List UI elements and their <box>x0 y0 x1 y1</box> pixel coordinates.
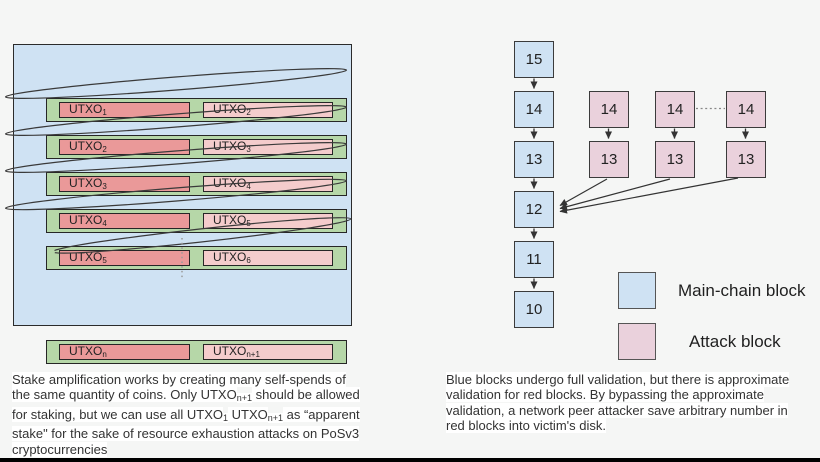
main-chain-block: 15 <box>514 41 554 78</box>
utxo-label: UTXO <box>69 139 103 153</box>
utxo-output-box: UTXO2 <box>203 102 333 118</box>
main-chain-legend-label: Main-chain block <box>678 281 806 300</box>
left-caption: Stake amplification works by creating ma… <box>12 372 364 457</box>
utxo-subscript: 1 <box>102 108 107 117</box>
utxo-label: UTXO <box>69 344 103 358</box>
utxo-subscript: 5 <box>102 256 107 265</box>
right-caption: Blue blocks undergo full validation, but… <box>446 372 794 434</box>
utxo-label: UTXO <box>69 102 103 116</box>
bottom-bar <box>0 458 820 462</box>
convergence-arrow <box>559 178 608 207</box>
attack-block: 13 <box>655 141 695 178</box>
utxo-output-box: UTXO4 <box>203 176 333 192</box>
utxo-label: UTXO <box>213 102 247 116</box>
attack-block: 13 <box>726 141 766 178</box>
utxo-label: UTXO <box>213 344 247 358</box>
caption-text: UTXO <box>228 406 268 422</box>
attack-arrows <box>605 128 749 139</box>
utxo-label: UTXO <box>69 213 103 227</box>
utxo-subscript: n+1 <box>246 350 260 359</box>
caption-text: Blue blocks undergo full validation, but… <box>446 372 790 434</box>
attack-block: 14 <box>589 91 629 128</box>
convergence-arrow <box>559 178 671 211</box>
utxo-subscript: 4 <box>102 219 107 228</box>
utxo-label: UTXO <box>69 250 103 264</box>
utxo-label: UTXO <box>213 176 247 190</box>
utxo-subscript: 3 <box>102 182 107 191</box>
attack-block: 13 <box>589 141 629 178</box>
utxo-label: UTXO <box>213 250 247 264</box>
utxo-subscript: 4 <box>246 182 251 191</box>
utxo-input-box: UTXO5 <box>59 250 190 266</box>
utxo-label: UTXO <box>69 176 103 190</box>
caption-subscript: n+1 <box>236 393 252 404</box>
utxo-subscript: 2 <box>246 108 251 117</box>
utxo-input-box: UTXOn <box>59 344 190 360</box>
attack-block: 14 <box>726 91 766 128</box>
utxo-subscript: 5 <box>246 219 251 228</box>
convergence-arrow <box>559 177 739 214</box>
utxo-subscript: n <box>102 350 107 359</box>
caption-subscript: n+1 <box>267 412 284 423</box>
utxo-input-box: UTXO1 <box>59 102 190 118</box>
main-chain-legend-swatch <box>618 272 656 309</box>
attack-legend-swatch <box>618 323 656 360</box>
utxo-input-box: UTXO2 <box>59 139 190 155</box>
utxo-output-box: UTXO3 <box>203 139 333 155</box>
main-chain-block: 10 <box>514 291 554 328</box>
transaction-row: UTXO5 UTXO6 <box>46 246 347 270</box>
utxo-subscript: 6 <box>246 256 251 265</box>
utxo-label: UTXO <box>213 139 247 153</box>
utxo-input-box: UTXO3 <box>59 176 190 192</box>
main-chain-block: 14 <box>514 91 554 128</box>
main-chain-block: 12 <box>514 191 554 228</box>
stake-amplification-diagram: UTXO1 UTXO2 UTXO2 UTXO3 UTXO3 UTXO4 UTXO… <box>13 44 352 364</box>
utxo-output-box: UTXO6 <box>203 250 333 266</box>
transaction-row: UTXO1 UTXO2 <box>46 98 347 122</box>
convergence-arrows <box>559 177 739 214</box>
transaction-row: UTXOn UTXOn+1 <box>46 340 347 364</box>
main-chain-block: 11 <box>514 241 554 278</box>
utxo-input-box: UTXO4 <box>59 213 190 229</box>
transaction-row: UTXO2 UTXO3 <box>46 135 347 159</box>
transaction-row: UTXO3 UTXO4 <box>46 172 347 196</box>
utxo-output-box: UTXOn+1 <box>203 344 333 360</box>
transaction-row: UTXO4 UTXO5 <box>46 209 347 233</box>
caption-subscript: 1 <box>222 412 228 423</box>
utxo-subscript: 2 <box>102 145 107 154</box>
utxo-output-box: UTXO5 <box>203 213 333 229</box>
utxo-subscript: 3 <box>246 145 251 154</box>
utxo-label: UTXO <box>213 213 247 227</box>
attack-block: 14 <box>655 91 695 128</box>
main-chain-block: 13 <box>514 141 554 178</box>
attack-legend-label: Attack block <box>689 332 781 351</box>
